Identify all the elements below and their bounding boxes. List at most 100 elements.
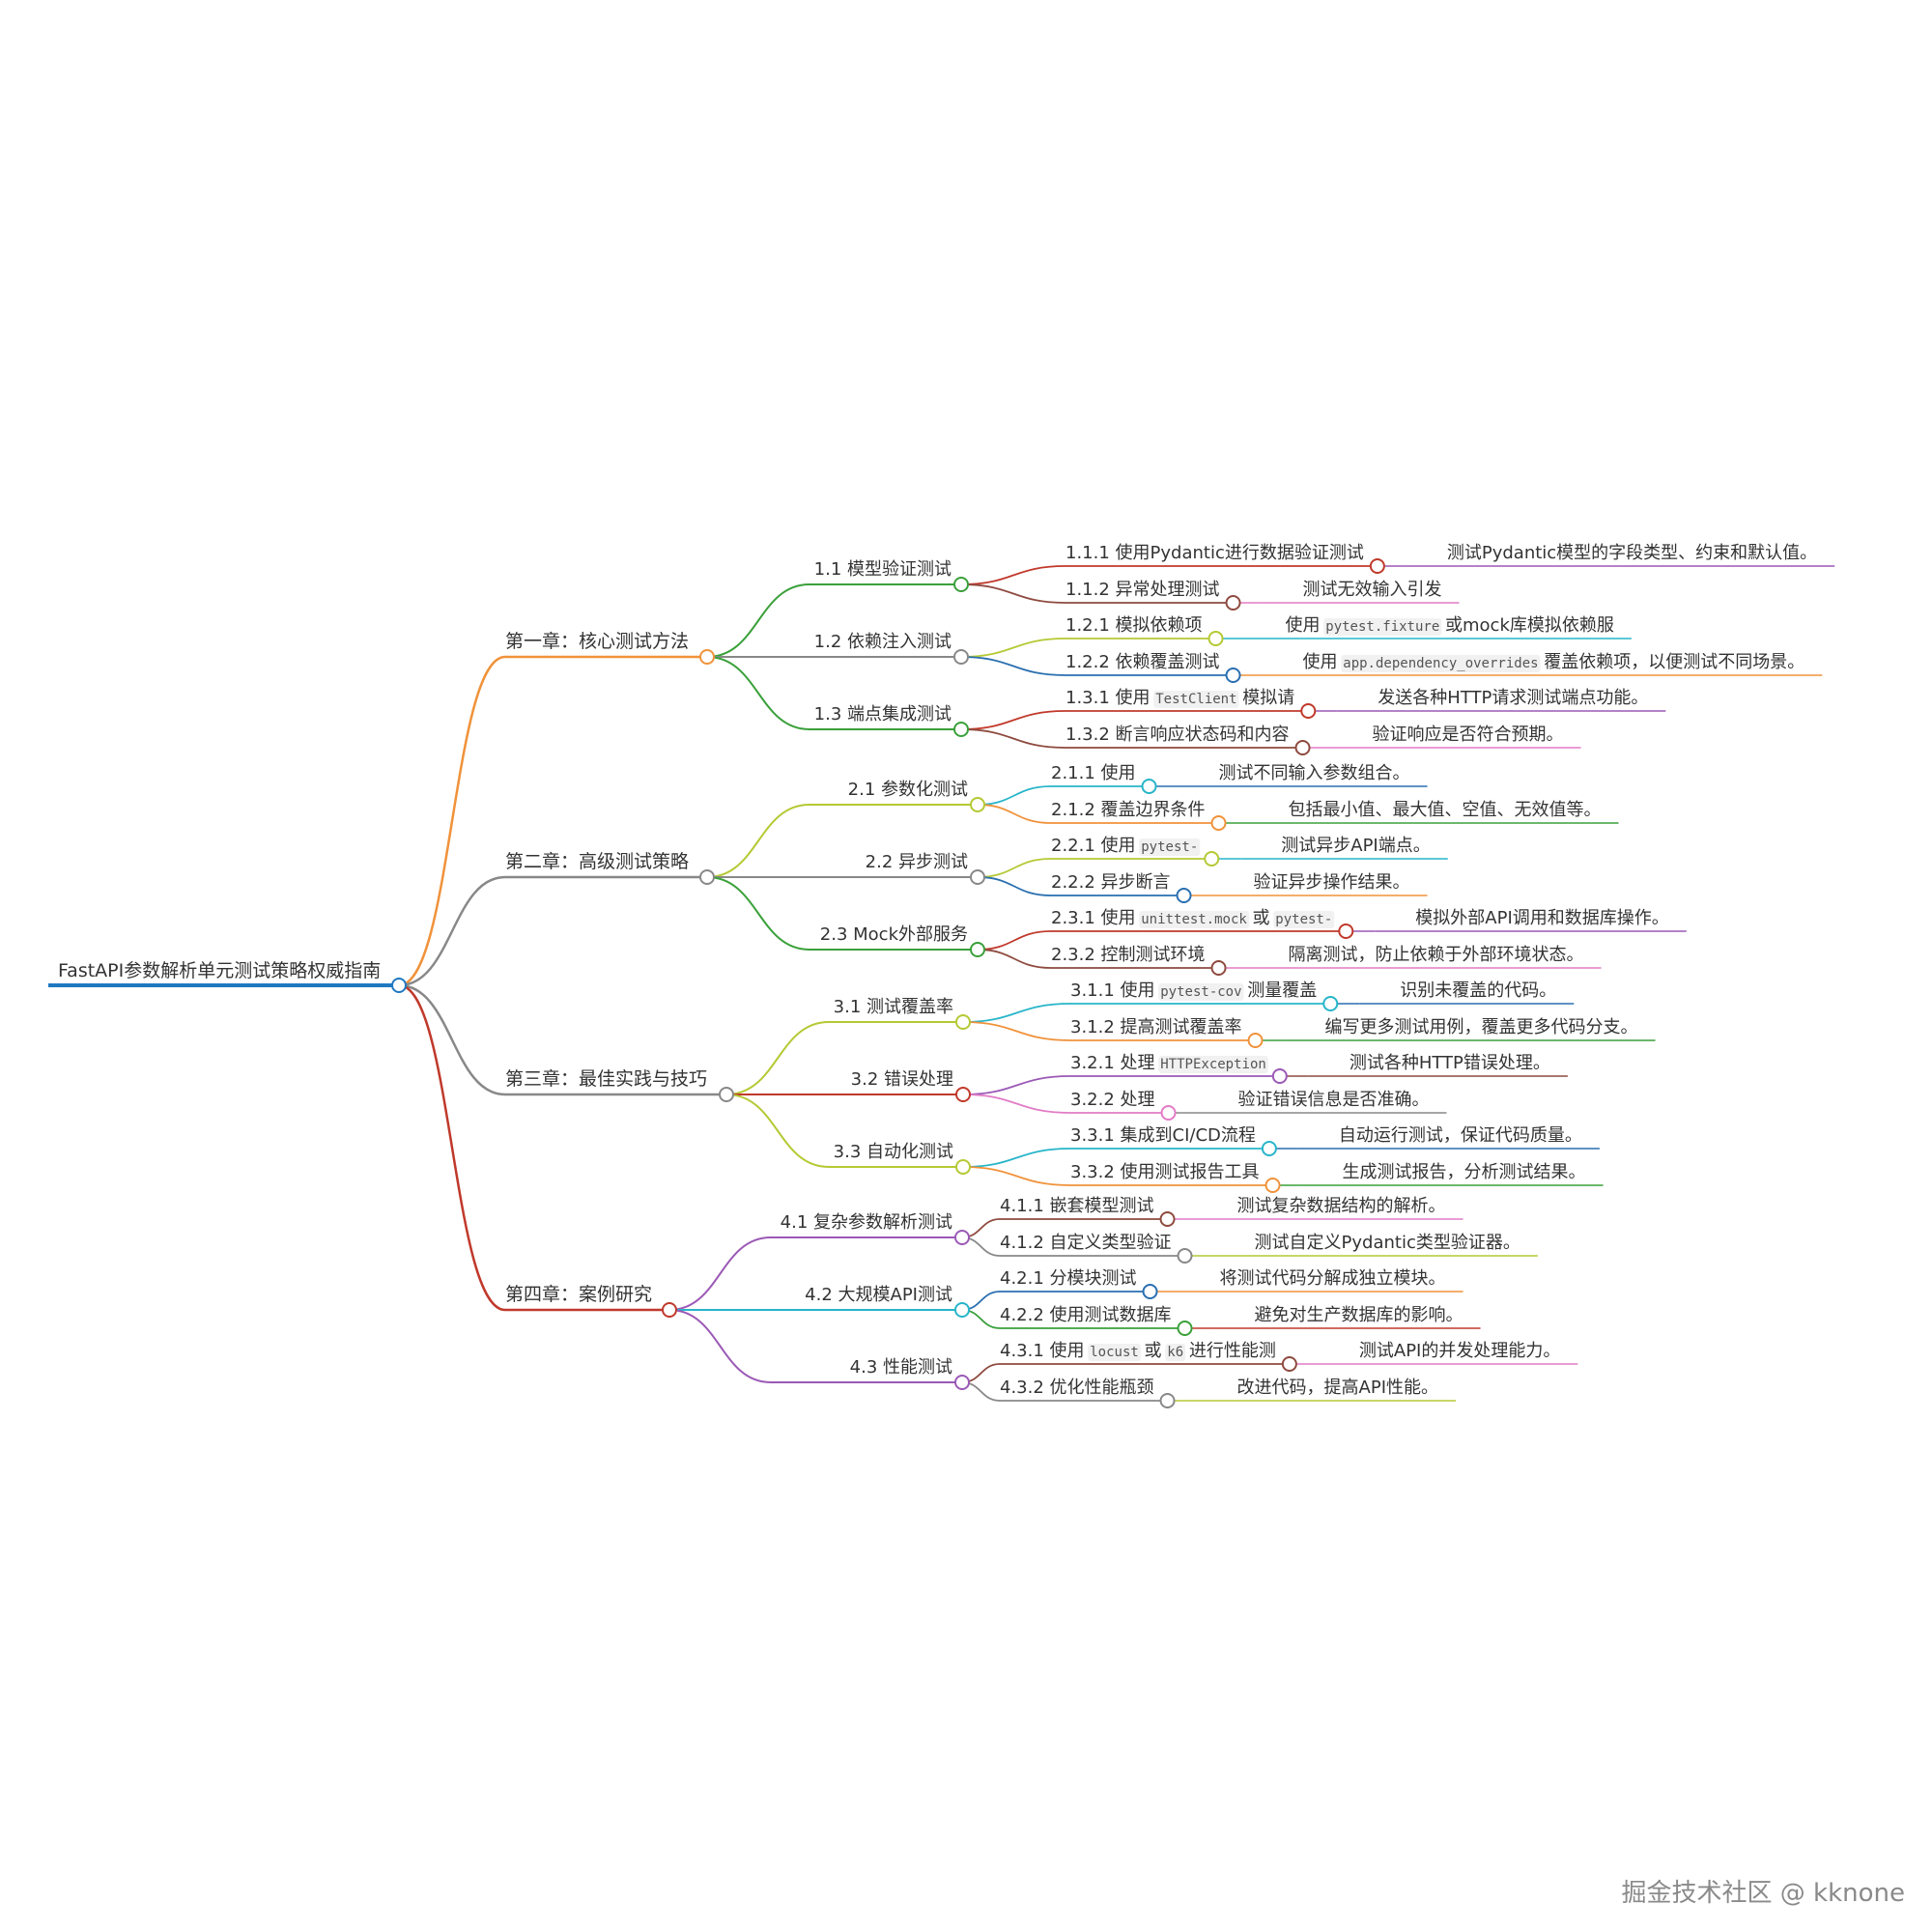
text-span: 3.3.2 使用测试报告工具 [1070,1162,1260,1182]
item-node-toggle[interactable] [1177,1321,1193,1336]
section-node-toggle[interactable] [954,1375,970,1390]
item-node-toggle[interactable] [1141,779,1157,794]
item-node-toggle[interactable] [1208,631,1224,646]
text-span: 或mock库模拟依赖服 [1439,615,1614,636]
item-node-toggle[interactable] [1271,1068,1288,1084]
section-node-toggle[interactable] [954,1230,970,1245]
text-span: 自动运行测试，保证代码质量。 [1339,1125,1582,1146]
item-node-toggle[interactable] [1294,740,1311,755]
section-node-toggle[interactable] [953,722,969,737]
item-node-toggle[interactable] [1176,888,1192,903]
section-edge [706,583,810,658]
item-node-label: 3.3.1 集成到CI/CD流程 [1070,1125,1256,1146]
text-span: 1.1.1 使用Pydantic进行数据验证测试 [1065,543,1364,563]
item-node-label: 4.2.2 使用测试数据库 [1000,1305,1172,1325]
chapter-node-toggle[interactable] [662,1302,677,1318]
item-node-toggle[interactable] [1369,558,1385,574]
text-span: 编写更多测试用例，覆盖更多代码分支。 [1325,1017,1638,1037]
item-node-toggle[interactable] [1204,851,1220,867]
item-node-label: 1.1.2 异常处理测试 [1065,580,1220,600]
leaf-node-label: 验证异步操作结果。 [1254,872,1410,893]
section-node-label: 4.3 性能测试 [850,1357,952,1378]
code-bg [1273,911,1335,928]
svg-text:使用 app.dependency_overrides 覆盖: 使用 app.dependency_overrides 覆盖依赖项，以便测试不同… [1303,652,1805,672]
section-node-label: 1.2 依赖注入测试 [814,632,952,652]
leaf-node-label: 测试无效输入引发 [1303,580,1442,600]
section-node-toggle[interactable] [953,649,969,665]
item-node-toggle[interactable] [1159,1393,1176,1408]
item-node-toggle[interactable] [1159,1211,1176,1227]
section-node-toggle[interactable] [970,942,985,957]
svg-text:识别未覆盖的代码。: 识别未覆盖的代码。 [1400,980,1556,1001]
text-span: 使用 [1286,615,1326,636]
section-node-toggle[interactable] [953,577,969,592]
item-node-toggle[interactable] [1264,1178,1281,1193]
svg-text:4.3.1 使用 locust 或 k6 进行性能测: 4.3.1 使用 locust 或 k6 进行性能测 [1000,1341,1276,1361]
item-node-toggle[interactable] [1281,1356,1297,1372]
leaf-node-label: 测试Pydantic模型的字段类型、约束和默认值。 [1447,543,1817,563]
svg-text:4.1.2 自定义类型验证: 4.1.2 自定义类型验证 [1000,1233,1172,1253]
item-edge [977,785,1052,806]
section-node-toggle[interactable] [954,1302,970,1318]
text-span: 生成测试报告，分析测试结果。 [1343,1162,1586,1182]
svg-text:4.2.2 使用测试数据库: 4.2.2 使用测试数据库 [1000,1305,1172,1325]
text-span: 2.2.2 异步断言 [1051,872,1171,893]
svg-text:生成测试报告，分析测试结果。: 生成测试报告，分析测试结果。 [1343,1162,1586,1182]
item-node-toggle[interactable] [1261,1141,1277,1156]
item-node-toggle[interactable] [1177,1248,1193,1264]
item-node-label: 2.1.2 覆盖边界条件 [1051,800,1206,820]
leaf-node-label: 使用 app.dependency_overrides 覆盖依赖项，以便测试不同… [1303,652,1805,672]
svg-text:验证异步操作结果。: 验证异步操作结果。 [1254,872,1410,893]
chapter-node-toggle[interactable] [699,869,715,885]
item-node-label: 4.2.1 分模块测试 [1000,1268,1137,1289]
item-node-label: 3.2.2 处理 [1070,1090,1155,1110]
section-node-label: 2.1 参数化测试 [848,780,968,800]
item-node-toggle[interactable] [1225,668,1241,683]
svg-text:3.3.2 使用测试报告工具: 3.3.2 使用测试报告工具 [1070,1162,1260,1182]
item-node-toggle[interactable] [1142,1284,1158,1299]
text-span: 2.2.1 使用 [1051,836,1141,856]
section-node-toggle[interactable] [970,797,985,812]
text-span: 1.2.1 模拟依赖项 [1065,615,1203,636]
item-node-toggle[interactable] [1338,923,1354,939]
chapter-node-toggle[interactable] [699,649,715,665]
svg-text:4.1.1 嵌套模型测试: 4.1.1 嵌套模型测试 [1000,1196,1154,1216]
chapter-edge [398,983,506,1312]
leaf-node-label: 测试API的并发处理能力。 [1359,1341,1560,1361]
section-node-toggle[interactable] [955,1014,971,1030]
text-span: 2.3.2 控制测试环境 [1051,945,1206,965]
text-span: 测试不同输入参数组合。 [1219,763,1410,783]
item-node-label: 3.3.2 使用测试报告工具 [1070,1162,1260,1182]
item-edge [977,949,1052,969]
item-node-toggle[interactable] [1160,1105,1177,1121]
item-node-toggle[interactable] [1210,960,1227,976]
svg-text:2.3.2 控制测试环境: 2.3.2 控制测试环境 [1051,945,1206,965]
chapter-node-toggle[interactable] [719,1087,734,1102]
svg-text:测试API的并发处理能力。: 测试API的并发处理能力。 [1359,1341,1560,1361]
text-span: 2.1.1 使用 [1051,763,1136,783]
item-edge [960,728,1066,749]
section-node-toggle[interactable] [970,869,985,885]
root-node-toggle[interactable] [391,978,407,993]
item-node-label: 3.1.2 提高测试覆盖率 [1070,1017,1242,1037]
svg-text:验证错误信息是否准确。: 验证错误信息是否准确。 [1238,1090,1430,1110]
item-node-toggle[interactable] [1247,1033,1264,1048]
code-bg [1158,983,1244,1001]
item-node-label: 1.2.2 依赖覆盖测试 [1065,652,1220,672]
item-edge [962,1166,1071,1186]
section-node-toggle[interactable] [955,1087,971,1102]
item-node-label: 3.1.1 使用 pytest-cov 测量覆盖 [1070,980,1317,1001]
item-node-toggle[interactable] [1225,595,1241,611]
svg-text:自动运行测试，保证代码质量。: 自动运行测试，保证代码质量。 [1339,1125,1582,1146]
item-node-toggle[interactable] [1322,996,1339,1011]
section-node-toggle[interactable] [955,1159,971,1175]
section-node-label: 3.1 测试覆盖率 [834,997,953,1017]
code-bg [1341,655,1541,672]
item-node-toggle[interactable] [1210,815,1227,831]
section-node-label: 1.3 端点集成测试 [814,704,952,724]
item-node-toggle[interactable] [1300,703,1317,719]
item-node-label: 2.2.2 异步断言 [1051,872,1171,893]
section-edge [706,804,810,878]
leaf-node-label: 测试自定义Pydantic类型验证器。 [1255,1233,1520,1253]
text-span: 1.2.2 依赖覆盖测试 [1065,652,1220,672]
